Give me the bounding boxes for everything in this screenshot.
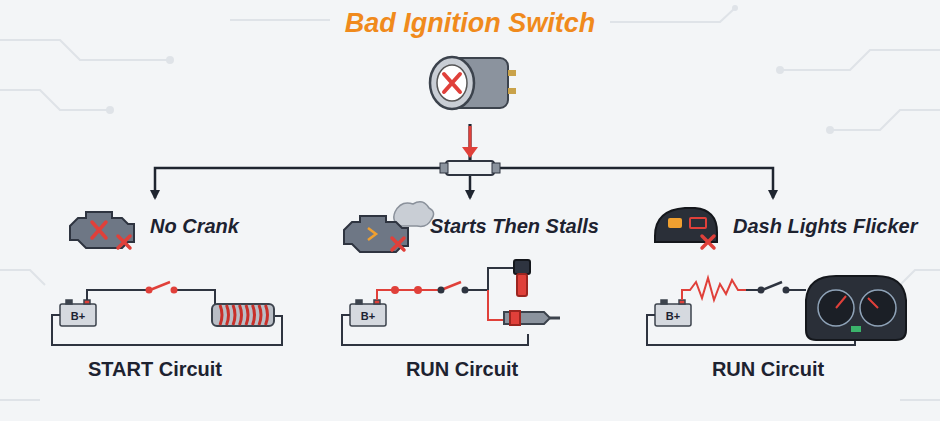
branch-arrow <box>470 124 773 198</box>
dashboard-icon <box>655 208 717 248</box>
symptom-text: Dash Lights Flicker <box>733 213 918 239</box>
branch-arrow <box>155 124 470 198</box>
switch-heading-node: Bad Ignition Switch <box>330 6 610 124</box>
terminal-label: B+ <box>666 310 680 322</box>
symptom-node: Starts Then Stalls <box>348 198 605 254</box>
symptom-node: No Crank <box>70 198 245 254</box>
fuse-symbol <box>446 161 494 175</box>
circuit-traces <box>0 8 940 400</box>
circuit-label: START Circuit <box>88 358 222 381</box>
stalling-engine-icon <box>344 202 434 252</box>
symptom-node: Dash Lights Flicker <box>650 198 924 254</box>
engine-icon <box>70 212 134 248</box>
run-circuit <box>342 260 560 345</box>
circuit-label: RUN Circuit <box>406 358 518 381</box>
symptom-text: No Crank <box>150 213 239 239</box>
run-circuit <box>647 276 906 345</box>
battery-symbol <box>60 300 691 326</box>
title-text: Bad Ignition Switch <box>330 6 610 40</box>
ignition-switch-icon <box>430 57 516 109</box>
circuit-label: RUN Circuit <box>712 358 824 381</box>
terminal-label: B+ <box>71 310 85 322</box>
symptom-text: Starts Then Stalls <box>430 213 599 239</box>
terminal-label: B+ <box>361 310 375 322</box>
start-circuit <box>52 282 282 345</box>
